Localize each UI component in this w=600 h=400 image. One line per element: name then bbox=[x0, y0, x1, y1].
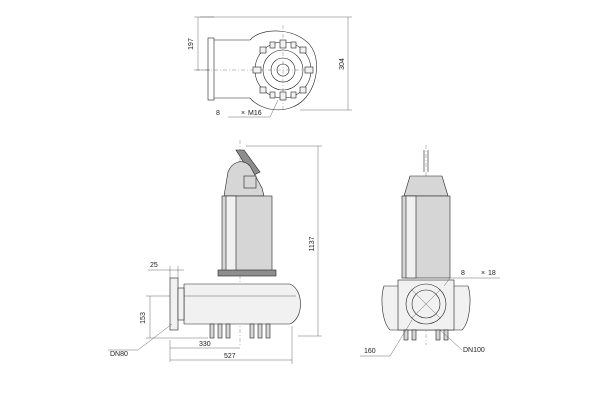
cutter-ring bbox=[252, 39, 314, 101]
pump-feet bbox=[209, 323, 271, 339]
top-bolt-times: × bbox=[241, 110, 245, 117]
volute-outline bbox=[214, 30, 317, 111]
top-bolt-size: M16 bbox=[248, 110, 262, 117]
dim-total-height: 1137 bbox=[309, 236, 316, 251]
label-inlet: DN100 bbox=[463, 347, 485, 354]
front-view: 1137 25 153 330 527 DN80 bbox=[108, 140, 322, 364]
outlet-flange bbox=[169, 277, 179, 331]
top-flange bbox=[207, 37, 215, 101]
dim-flange-thickness: 25 bbox=[150, 262, 158, 269]
top-bolt-count: 8 bbox=[216, 110, 220, 117]
side-bolt-times: × bbox=[481, 270, 485, 277]
side-motor-cap bbox=[403, 175, 449, 197]
side-bolt-count: 8 bbox=[461, 270, 465, 277]
label-outlet: DN80 bbox=[110, 351, 128, 358]
dim-base-diameter: 160 bbox=[364, 348, 376, 355]
side-view: 8 × 18 160 DN100 bbox=[360, 145, 500, 357]
dim-outlet-axis: 330 bbox=[199, 341, 211, 348]
dim-flange-height: 153 bbox=[140, 312, 147, 324]
top-view: 197 304 8 × M16 bbox=[188, 16, 352, 118]
dim-top-width: 304 bbox=[339, 58, 346, 70]
volute-casing bbox=[183, 283, 301, 325]
side-bolt-size: 18 bbox=[488, 270, 496, 277]
dim-top-height: 197 bbox=[188, 38, 195, 50]
dim-total-width: 527 bbox=[224, 353, 236, 360]
